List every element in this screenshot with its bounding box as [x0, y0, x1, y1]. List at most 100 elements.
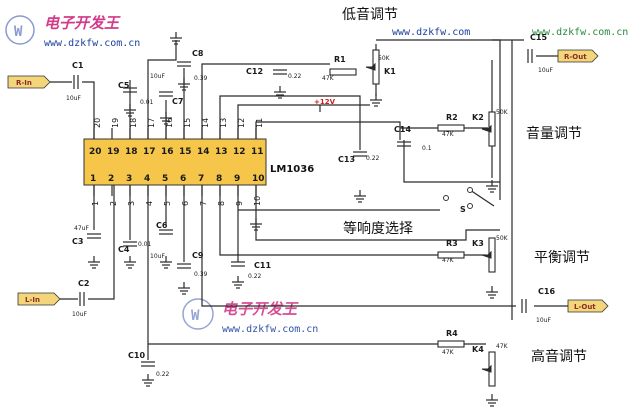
value-c12: 0.22 — [288, 73, 302, 80]
pin-bottom-7: 7 — [199, 201, 208, 206]
pin-bottom-5: 5 — [163, 201, 172, 206]
value-r1: 47K — [322, 75, 335, 82]
chip-pin-top-15: 15 — [179, 147, 192, 157]
pin-top-17: 17 — [147, 118, 156, 128]
capacitor-c9 — [177, 263, 191, 269]
ground-symbol — [486, 286, 498, 299]
watermark-url-mid: www.dzkfw.com.cn — [222, 324, 318, 335]
chip-pin-top-17: 17 — [143, 147, 156, 157]
label-c15: C15 — [530, 33, 547, 42]
ic-lm1036: LM1036 — [83, 138, 314, 186]
value-c11: 0.22 — [248, 273, 262, 280]
ground-symbol — [370, 94, 382, 107]
capacitor-c4 — [123, 241, 137, 247]
pin-bottom-3: 3 — [127, 201, 136, 206]
label-c12: C12 — [246, 67, 263, 76]
component-labels: C1 10uF C2 10uF C3 47uF C4 0.01 C5 0.01 … — [66, 33, 555, 378]
pin-top-12: 12 — [237, 118, 246, 128]
watermark-url-top: www.dzkfw.com — [392, 27, 470, 38]
label-k2: K2 — [472, 113, 484, 122]
label-r2: R2 — [446, 113, 458, 122]
potentiometer-k2 — [481, 111, 496, 147]
ground-symbol — [88, 256, 100, 269]
pin-top-16: 16 — [165, 118, 174, 128]
chip-pin-bottom-2: 2 — [108, 174, 114, 184]
switch-s: S — [443, 187, 473, 214]
watermark-title-top: 电子开发王 — [44, 14, 121, 32]
svg-text:R-In: R-In — [16, 79, 32, 87]
svg-text:W: W — [14, 24, 23, 40]
ground-symbol — [160, 112, 172, 125]
value-c13: 0.22 — [366, 155, 380, 162]
label-c3: C3 — [72, 237, 83, 246]
ground-symbol — [250, 218, 262, 231]
value-c6: 10uF — [150, 253, 165, 260]
capacitor-c15 — [527, 49, 533, 63]
caption-loudness: 等响度选择 — [343, 220, 413, 237]
svg-text:+12V: +12V — [314, 98, 336, 106]
watermark-url-top-right: www.dzkfw.com.cn — [532, 27, 628, 38]
value-c2: 10uF — [72, 311, 87, 318]
value-c1: 10uF — [66, 95, 81, 102]
pin-bottom-4: 4 — [145, 201, 154, 206]
capacitor-c5 — [123, 87, 137, 93]
pin-bottom-8: 8 — [217, 201, 226, 206]
potentiometer-k3 — [481, 237, 496, 273]
value-c9: 0.39 — [194, 271, 208, 278]
capacitor-c8 — [177, 61, 191, 67]
svg-text:L-In: L-In — [25, 296, 40, 304]
label-c1: C1 — [72, 61, 84, 70]
chip-pin-top-18: 18 — [125, 147, 138, 157]
resistor-r2 — [437, 124, 465, 132]
pin-top-20: 20 — [93, 118, 102, 128]
label-c7: C7 — [172, 97, 183, 106]
value-c7: 10uF — [150, 73, 165, 80]
value-k3: 50K — [496, 235, 509, 242]
chip-pin-bottom-4: 4 — [144, 174, 150, 184]
label-c2: C2 — [78, 279, 89, 288]
pin-top-11: 11 — [255, 118, 264, 128]
capacitor-c13 — [353, 151, 367, 157]
value-c14: 0.1 — [422, 145, 432, 152]
label-c13: C13 — [338, 155, 355, 164]
value-c4: 0.01 — [138, 241, 152, 248]
chip-pin-top-12: 12 — [233, 147, 246, 157]
svg-text:R-Out: R-Out — [564, 53, 587, 61]
pin-bottom-10: 10 — [253, 196, 262, 206]
capacitor-c1 — [73, 75, 79, 89]
chip-pin-bottom-9: 9 — [234, 174, 240, 184]
label-c16: C16 — [538, 287, 555, 296]
label-r3: R3 — [446, 239, 458, 248]
ground-symbol — [170, 32, 182, 45]
watermark-url-left: www.dzkfw.com.cn — [44, 38, 140, 49]
resistor-r4 — [437, 340, 465, 348]
pin-bottom-1: 1 — [91, 201, 100, 206]
caption-treble: 高音调节 — [531, 348, 587, 365]
resistor-r3 — [437, 251, 465, 259]
ground-symbol — [354, 190, 366, 203]
port-r-in: R-In — [7, 75, 51, 89]
value-r4: 47K — [442, 349, 455, 356]
supply-12v: +12V — [314, 98, 336, 112]
ground-symbol — [486, 394, 498, 407]
potentiometer-k1 — [365, 49, 380, 85]
capacitor-c14 — [397, 141, 411, 147]
chip-pin-top-13: 13 — [215, 147, 228, 157]
watermark-top-left: W 电子开发王 www.dzkfw.com.cn — [5, 14, 140, 49]
value-k4: 47K — [496, 343, 509, 350]
ground-symbol — [124, 104, 136, 117]
label-c11: C11 — [254, 261, 271, 270]
chip-pin-bottom-8: 8 — [216, 174, 222, 184]
label-k4: K4 — [472, 345, 484, 354]
value-c15: 10uF — [538, 67, 553, 74]
capacitor-c11 — [231, 261, 245, 267]
svg-text:W: W — [191, 308, 200, 324]
ground-symbol — [160, 256, 172, 269]
pin-top-15: 15 — [183, 118, 192, 128]
svg-text:L-Out: L-Out — [574, 303, 596, 311]
ground-symbol — [142, 374, 154, 387]
wires — [50, 39, 568, 360]
pin-bottom-6: 6 — [181, 201, 190, 206]
value-k2: 50K — [496, 109, 509, 116]
chip-pin-top-19: 19 — [107, 147, 120, 157]
